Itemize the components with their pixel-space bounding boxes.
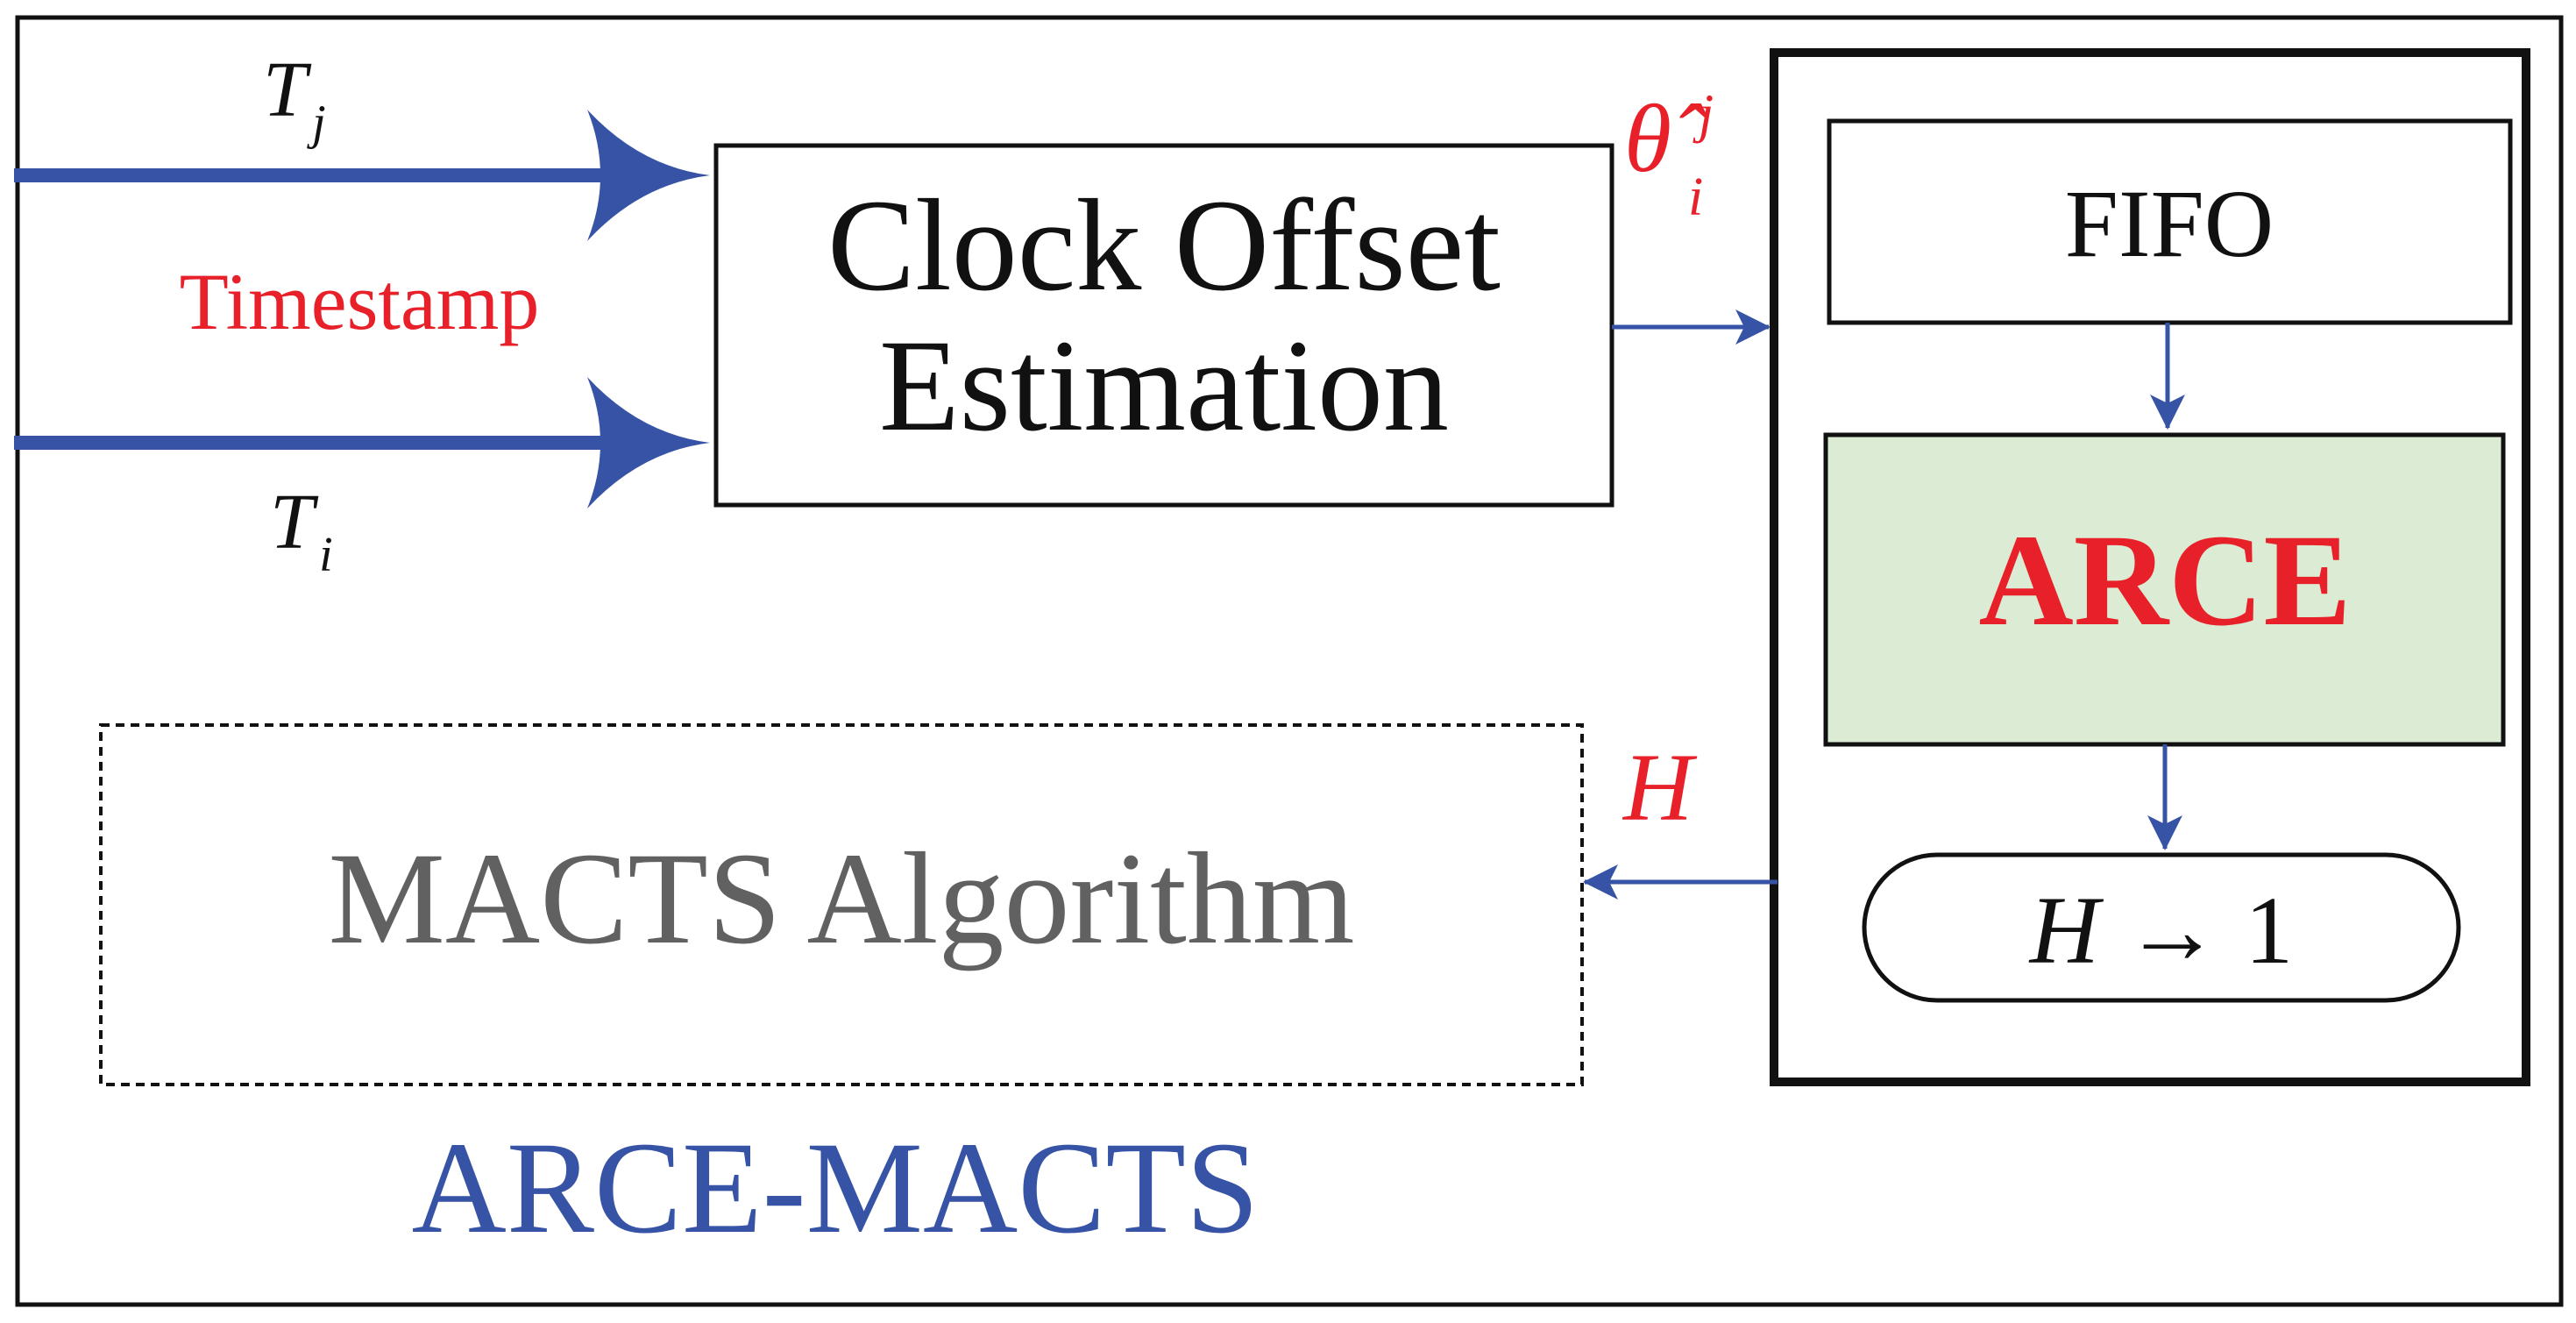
input-arrow-tj [14,110,710,241]
input-arrow-ti [14,377,710,509]
clock-offset-line2: Estimation [879,313,1449,459]
arce-panel [1770,48,2530,1086]
h-reset-label: H→1 [2028,877,2293,984]
outer-frame [15,15,2564,1307]
macts-algorithm-label: MACTS Algorithm [329,826,1355,971]
fifo-label: FIFO [2065,170,2274,277]
h-reset-box [1862,852,2461,1003]
clock-offset-estimation-box [713,143,1614,508]
arce-box [1823,432,2506,747]
fifo-box [1827,118,2513,325]
timestamp-label: Timestamp [180,257,540,346]
arce-label: ARCE [1978,508,2351,653]
macts-algorithm-box [99,723,1584,1086]
h-output-label: H [1622,734,1698,841]
theta-estimate-label: θ̂ij [1624,84,1714,227]
system-label: ARCE-MACTS [412,1115,1260,1261]
clock-offset-line1: Clock Offset [827,173,1501,318]
